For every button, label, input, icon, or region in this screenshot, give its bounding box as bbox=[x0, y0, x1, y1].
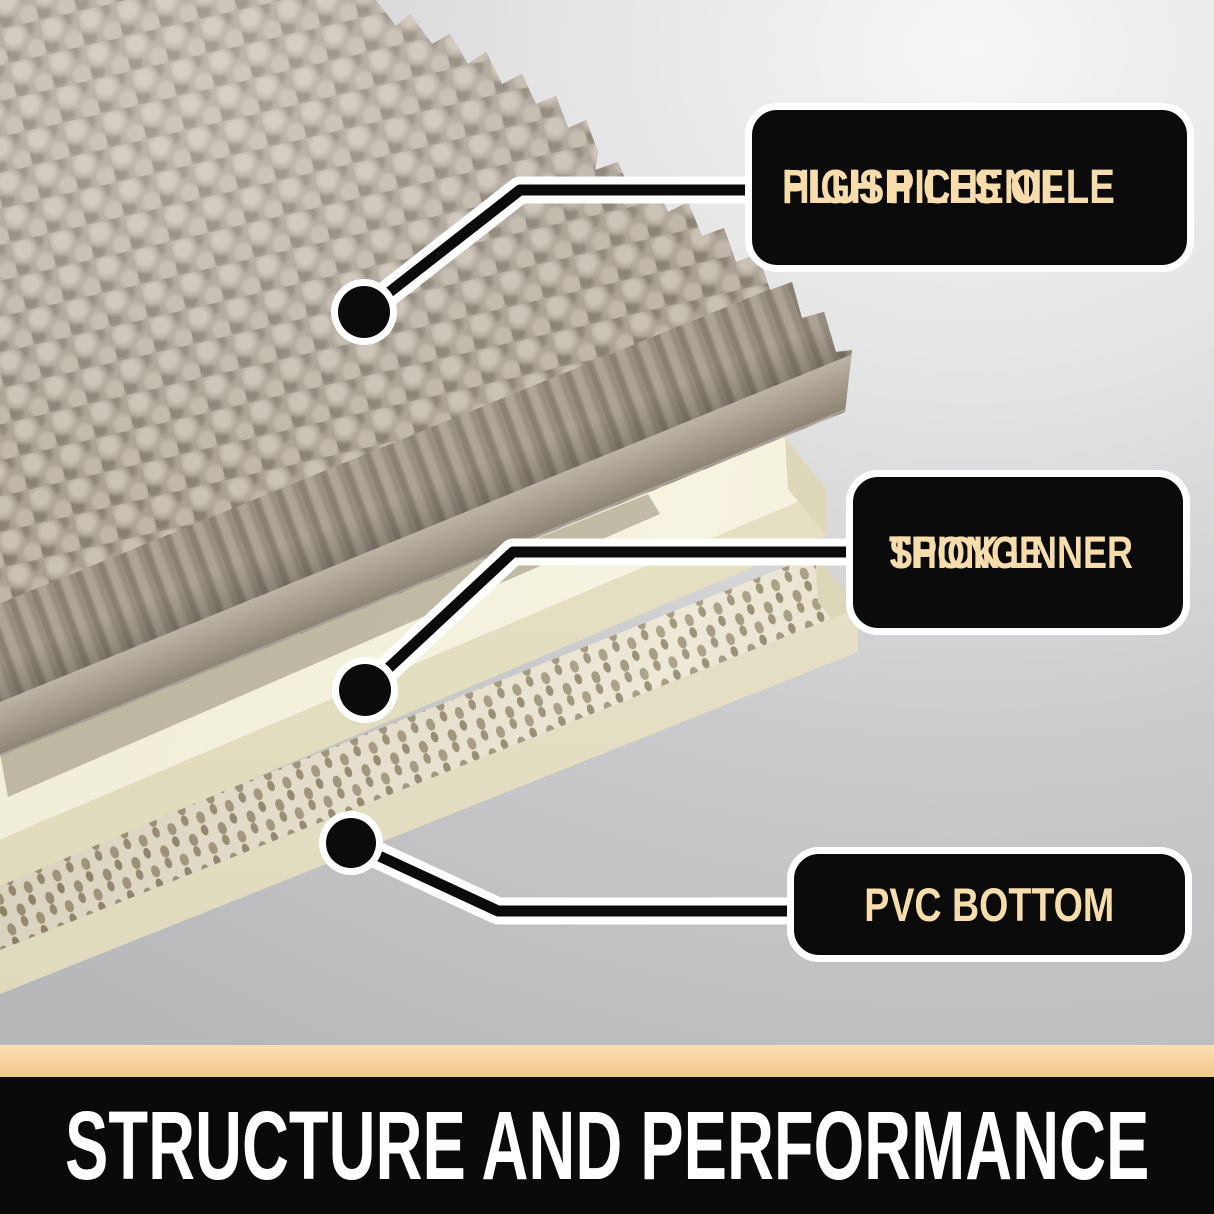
callout-chenille-line1: HIGH PILES OF bbox=[782, 161, 1064, 214]
callout-sponge-line1: THICK LNNER bbox=[889, 526, 1133, 578]
callout-pvc-line1: PVC BOTTOM bbox=[864, 877, 1115, 931]
banner-title: STRUCTURE AND PERFORMANCE bbox=[64, 1090, 1150, 1200]
callout-chenille-line2: PLUSH CHENILLE bbox=[782, 161, 1115, 214]
accent-stripe bbox=[0, 1045, 1214, 1077]
callout-sponge-line2: SPONGE bbox=[889, 526, 1044, 578]
title-banner: STRUCTURE AND PERFORMANCE bbox=[0, 1077, 1214, 1214]
callout-chenille: HIGH PILES OF PLUSH CHENILLE bbox=[745, 103, 1194, 272]
callout-inner-sponge: THICK LNNER SPONGE bbox=[846, 470, 1190, 635]
connector-line-chenille bbox=[350, 176, 766, 326]
callout-pvc-bottom: PVC BOTTOM bbox=[787, 847, 1192, 962]
